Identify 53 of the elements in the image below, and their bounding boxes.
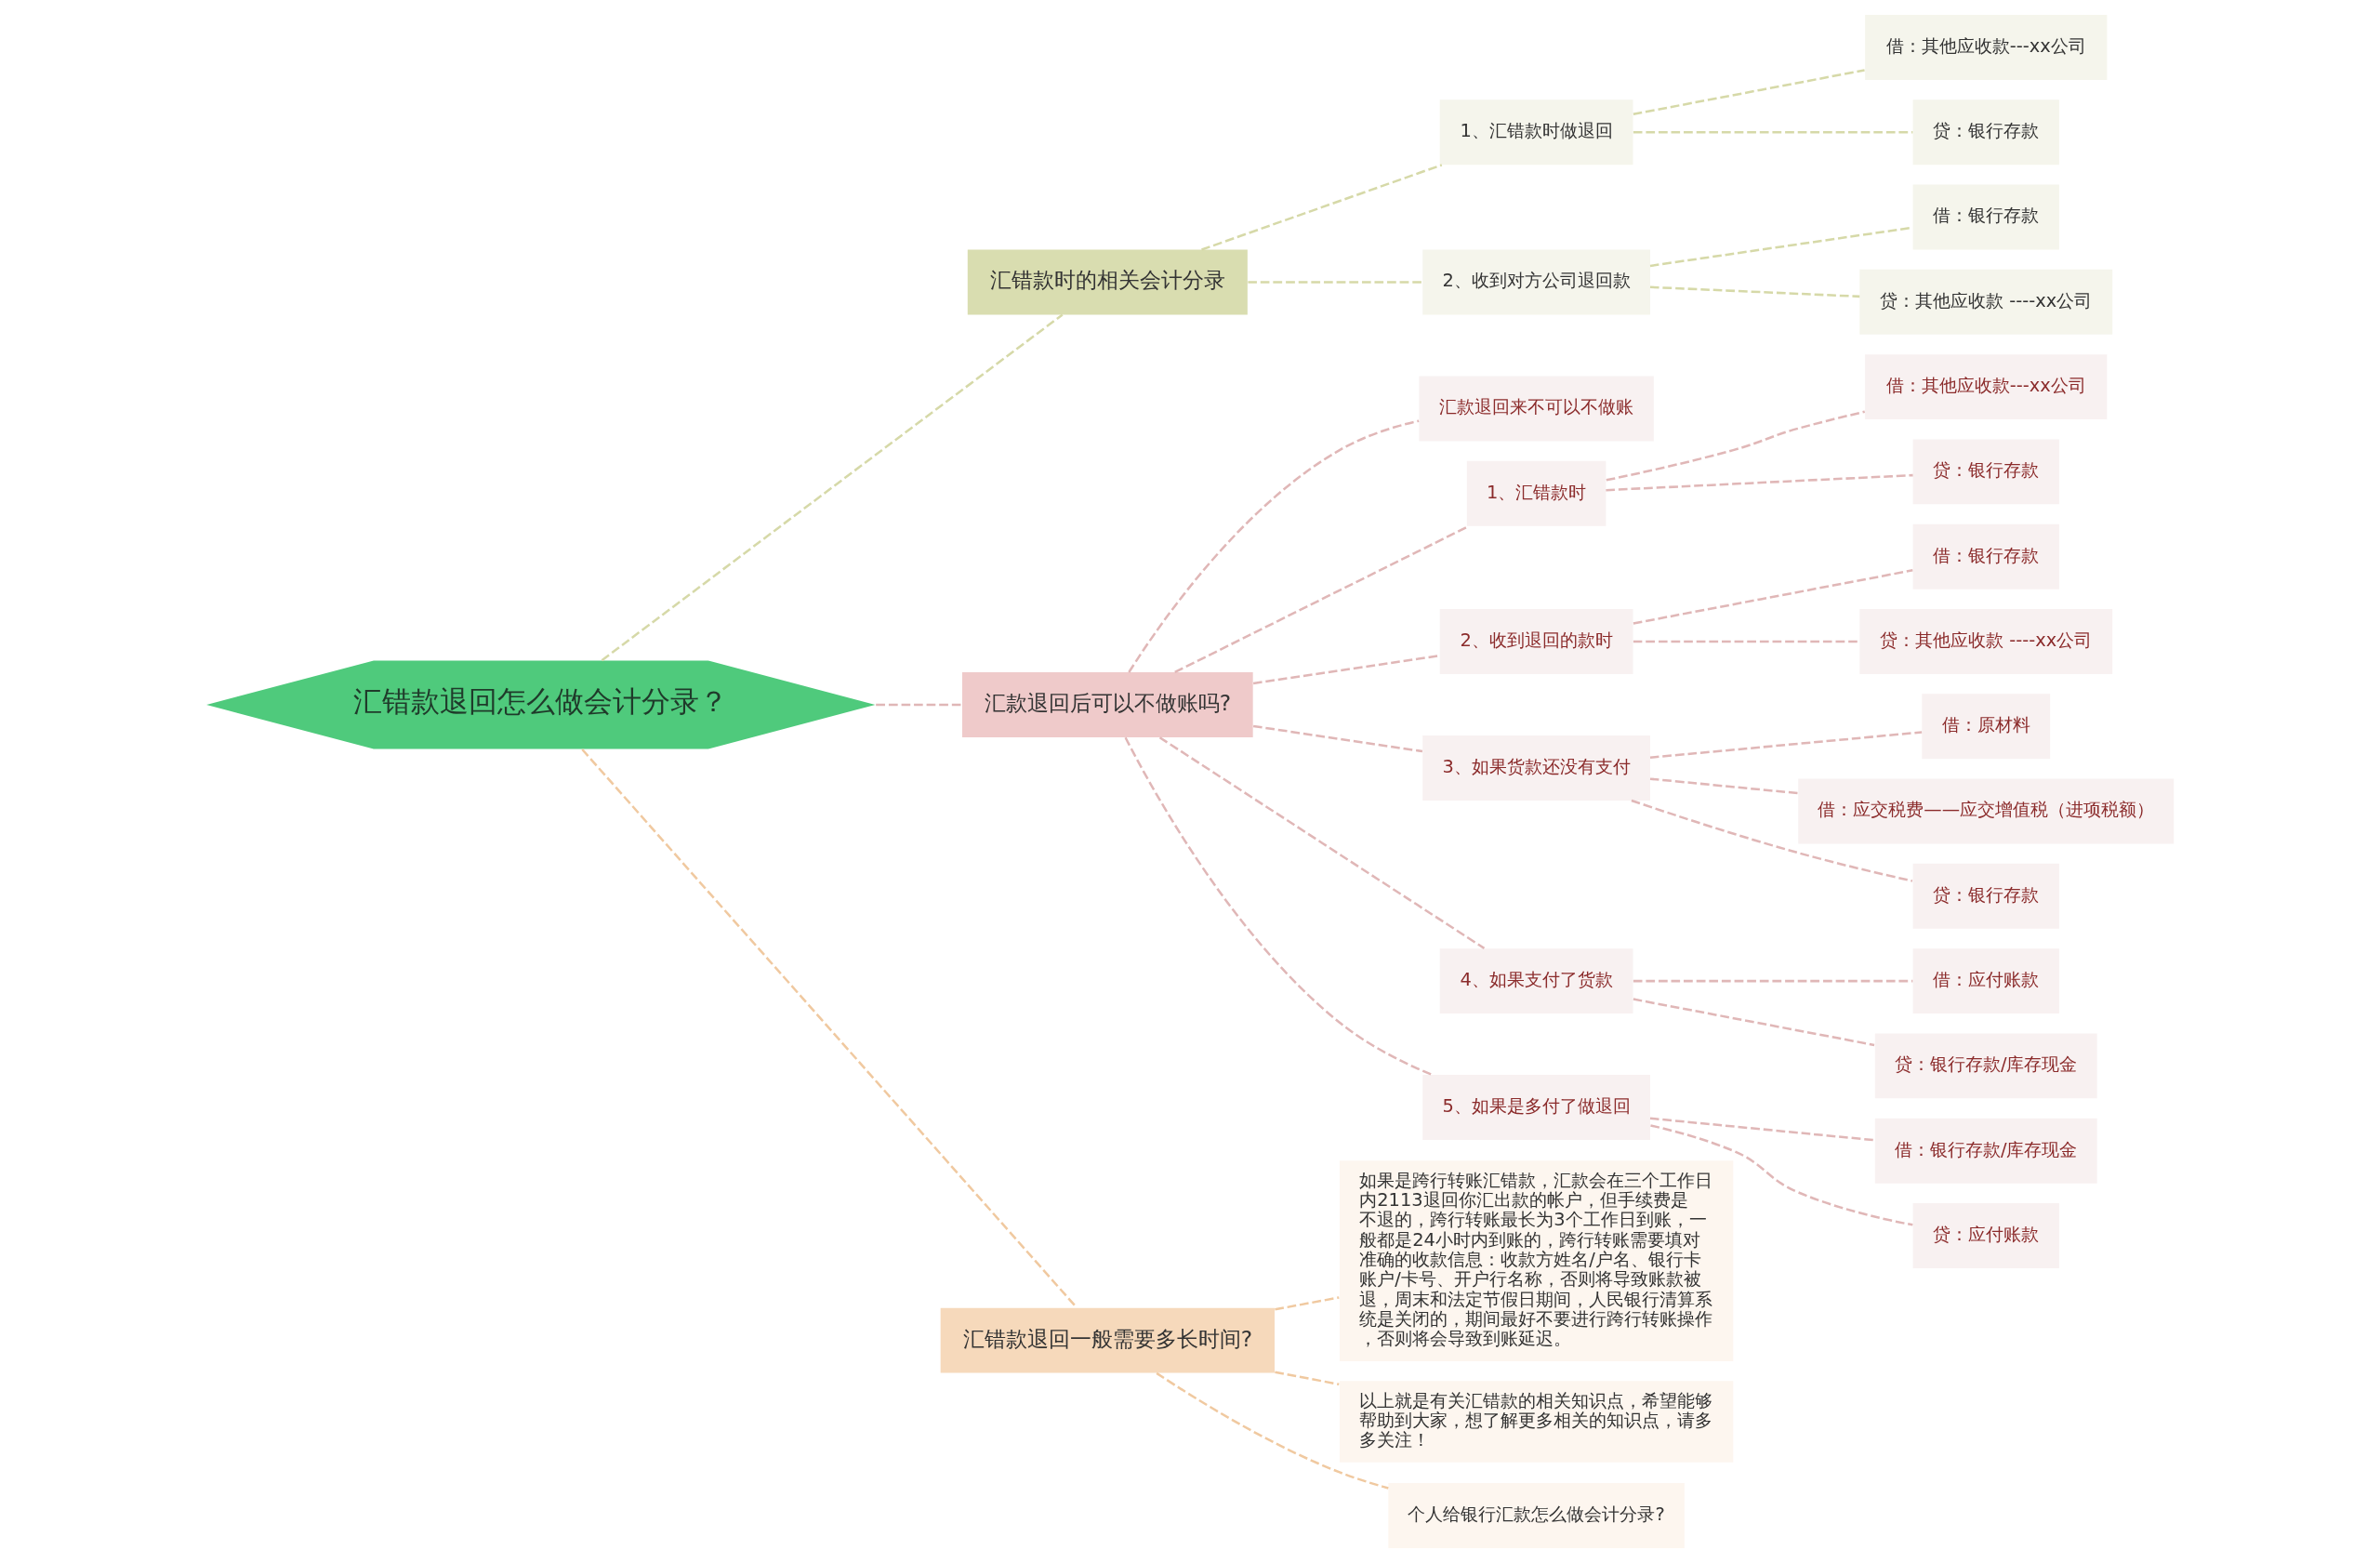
node-box: 贷：银行存款 — [1912, 99, 2059, 166]
connector — [1633, 131, 1913, 134]
connector — [1633, 979, 1913, 983]
connector — [1201, 164, 1443, 251]
node-box: 汇错款退回一般需要多长时间? — [940, 1307, 1275, 1373]
connector — [1633, 569, 1913, 625]
connector — [1633, 69, 1865, 115]
connector — [1633, 640, 1860, 643]
connector — [1158, 736, 1486, 949]
node-box: 1、汇错款时 — [1466, 460, 1606, 526]
connector — [1606, 473, 1913, 492]
node-box: 汇款退回来不可以不做账 — [1419, 376, 1654, 442]
node-box: 4、如果支付了货款 — [1439, 948, 1633, 1014]
node-box: 借：应交税费——应交增值税（进项税额） — [1798, 778, 2175, 844]
node-box: 借：应付账款 — [1912, 948, 2059, 1014]
node-box: 5、如果是多付了做退回 — [1422, 1075, 1650, 1141]
node-box: 2、收到对方公司退回款 — [1422, 249, 1650, 315]
connector — [1275, 1371, 1340, 1386]
connector — [1631, 799, 1913, 882]
connector — [1248, 281, 1422, 284]
connector — [1633, 998, 1875, 1047]
connector — [1649, 777, 1798, 795]
node-box: 个人给银行汇款怎么做会计分录? — [1388, 1483, 1685, 1548]
connector — [1649, 1117, 1875, 1142]
node-box: 借：银行存款 — [1912, 523, 2059, 589]
node-box: 借：其他应收款---xx公司 — [1865, 354, 2108, 420]
node-box: 贷：银行存款 — [1912, 439, 2059, 505]
node-box: 贷：应付账款 — [1912, 1203, 2059, 1268]
connector — [1606, 410, 1866, 482]
node-box: 借：原材料 — [1922, 694, 2051, 760]
connector — [876, 703, 962, 707]
connector — [1252, 724, 1423, 753]
node-box: 如果是跨行转账汇错款，汇款会在三个工作日内2113退回你汇出款的帐户，但手续费是不退的，跨行转账最长为3个工作日到账，一般都是24小时内到账的，跨行转账需要填对准确的收款信息：收款方姓名/户名、银行卡账户/卡号、开户行名称，否则将导致账款被退，周末和法定节假日期间，人民银行清算系统是关闭的，期间最好不要进行跨行转账操作，否则将会导致到账延迟。 — [1339, 1160, 1734, 1361]
node-box: 1、汇错款时做退回 — [1439, 99, 1633, 166]
connector — [1252, 654, 1440, 685]
connector — [601, 313, 1064, 662]
node-box: 贷：银行存款 — [1912, 863, 2059, 929]
node-box: 汇错款时的相关会计分录 — [967, 249, 1248, 315]
connector — [1124, 736, 1433, 1077]
connector — [1649, 731, 1923, 759]
node-box: 借：银行存款/库存现金 — [1874, 1118, 2097, 1184]
connector — [1156, 1371, 1389, 1490]
node-box: 3、如果货款还没有支付 — [1422, 735, 1650, 801]
node-box: 汇款退回后可以不做账吗? — [961, 672, 1253, 737]
connector — [1650, 1124, 1913, 1226]
node-box: 贷：银行存款/库存现金 — [1874, 1033, 2097, 1099]
node-box: 2、收到退回的款时 — [1439, 609, 1633, 674]
node-box: 以上就是有关汇错款的相关知识点，希望能够帮助到大家，想了解更多相关的知识点，请多多关注！ — [1339, 1381, 1734, 1463]
node-box: 借：其他应收款---xx公司 — [1865, 15, 2108, 80]
connector — [1649, 285, 1860, 298]
node-box: 贷：其他应收款 ----xx公司 — [1859, 269, 2113, 335]
connector — [1128, 419, 1420, 673]
connector — [1275, 1296, 1340, 1311]
